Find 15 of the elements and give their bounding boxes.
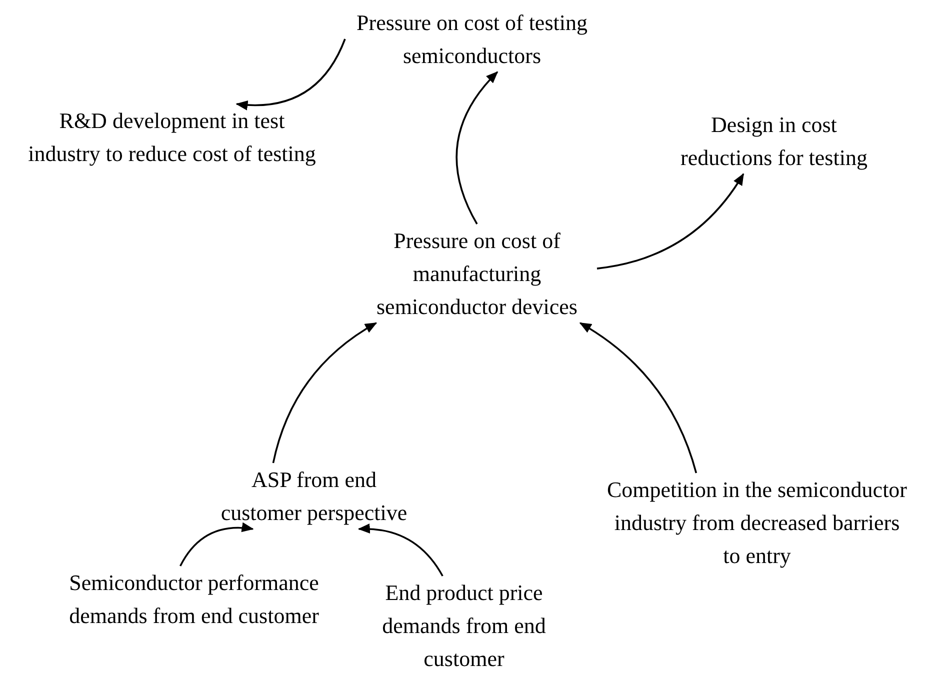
- curved-arrow: [180, 522, 254, 566]
- node-text: End product price demands from end customer: [381, 579, 547, 673]
- curved-arrow: [272, 322, 378, 464]
- node-text: Pressure on cost of manufacturing semiconductor devices: [376, 227, 578, 321]
- curved-arrow: [579, 322, 698, 474]
- curved-arrow: [596, 173, 744, 270]
- curved-arrow: [456, 71, 498, 224]
- node-text: ASP from end customer perspective: [220, 466, 408, 527]
- node-text: Design in cost reductions for testing: [680, 111, 868, 172]
- node-text: R&D development in test industry to reduce cost of testing: [27, 107, 317, 168]
- node-text: Semiconductor performance demands from end customer: [68, 569, 320, 630]
- curved-arrow: [358, 524, 444, 576]
- curved-arrow: [236, 38, 346, 110]
- node-text: Competition in the semiconductor industry from decreased barriers to entry: [607, 476, 907, 570]
- node-text: Pressure on cost of testing semiconductors: [356, 9, 588, 70]
